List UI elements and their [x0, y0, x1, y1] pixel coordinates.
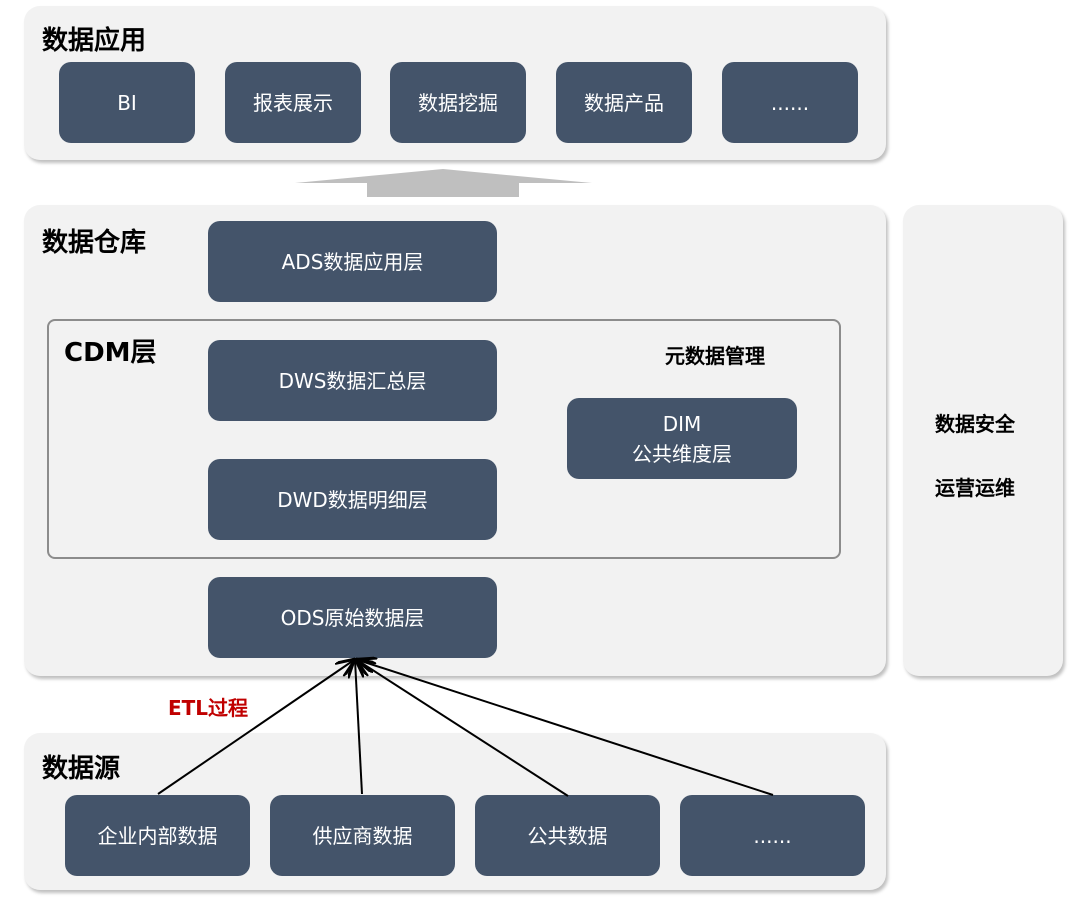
dim-layer[interactable]: DIM 公共维度层 [567, 398, 797, 479]
application-title: 数据应用 [42, 26, 147, 56]
security-label: 数据安全 [935, 412, 1015, 436]
dim-line2: 公共维度层 [632, 441, 732, 466]
app-item-bi[interactable]: BI [59, 62, 195, 143]
source-more[interactable]: ...... [680, 795, 865, 876]
etl-label: ETL过程 [168, 696, 249, 720]
source-supplier[interactable]: 供应商数据 [270, 795, 455, 876]
app-item-report[interactable]: 报表展示 [225, 62, 361, 143]
source-public[interactable]: 公共数据 [475, 795, 660, 876]
warehouse-title: 数据仓库 [42, 228, 147, 258]
app-item-more[interactable]: ...... [722, 62, 858, 143]
source-internal[interactable]: 企业内部数据 [65, 795, 250, 876]
dim-line1: DIM [662, 411, 702, 436]
app-item-product[interactable]: 数据产品 [556, 62, 692, 143]
cdm-title: CDM层 [64, 338, 157, 368]
ads-layer[interactable]: ADS数据应用层 [208, 221, 497, 302]
ops-label: 运营运维 [935, 476, 1015, 500]
cdm-frame [47, 319, 841, 559]
metadata-label: 元数据管理 [665, 344, 765, 368]
sources-title: 数据源 [42, 754, 121, 784]
ods-layer[interactable]: ODS原始数据层 [208, 577, 497, 658]
dws-layer[interactable]: DWS数据汇总层 [208, 340, 497, 421]
app-item-mining[interactable]: 数据挖掘 [390, 62, 526, 143]
side-panel [903, 205, 1063, 676]
dwd-layer[interactable]: DWD数据明细层 [208, 459, 497, 540]
